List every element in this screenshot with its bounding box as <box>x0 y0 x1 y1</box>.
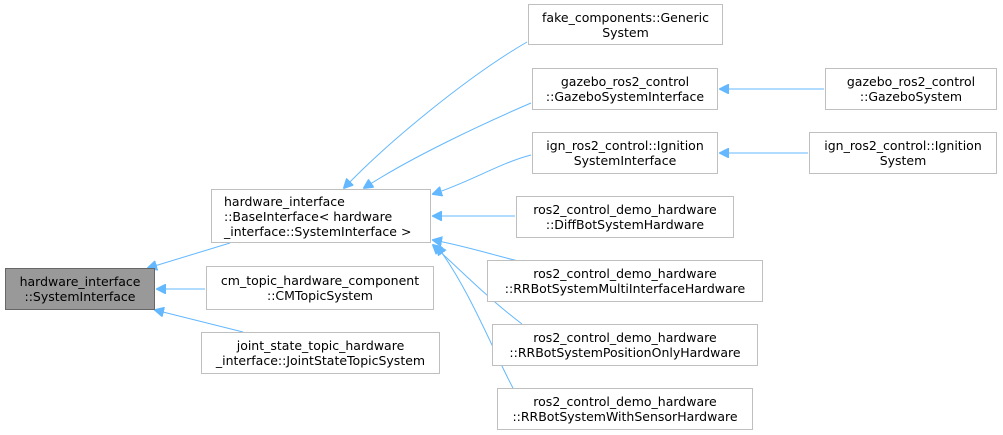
edge-rrbot-sensor-to-base <box>437 246 514 389</box>
node-line: ::BaseInterface< hardware <box>224 208 393 224</box>
edge-fake-generic-to-base <box>344 41 528 188</box>
node-fake-generic-system[interactable]: fake_components::Generic System <box>528 4 723 45</box>
edge-ignition-iface-to-base <box>433 154 532 194</box>
node-gazebo-system-interface[interactable]: gazebo_ros2_control ::GazeboSystemInterf… <box>532 68 718 110</box>
node-line: ::DiffBotSystemHardware <box>545 217 705 232</box>
node-line: cm_topic_hardware_component <box>220 273 420 288</box>
node-line: gazebo_ros2_control <box>560 74 690 89</box>
node-line: hardware_interface <box>19 274 141 289</box>
node-base-interface[interactable]: hardware_interface ::BaseInterface< hard… <box>211 189 431 243</box>
node-line: ros2_control_demo_hardware <box>533 202 717 217</box>
node-line: ::GazeboSystem <box>859 89 963 104</box>
node-line: ros2_control_demo_hardware <box>533 330 717 345</box>
node-line: ros2_control_demo_hardware <box>533 394 717 409</box>
node-diffbot-system-hardware[interactable]: ros2_control_demo_hardware ::DiffBotSyst… <box>516 196 734 238</box>
node-system-interface: hardware_interface ::SystemInterface <box>5 268 155 310</box>
edge-base-to-system-interface <box>148 242 231 268</box>
edge-joint-state-to-system-interface <box>155 310 244 333</box>
node-rrbot-multi-interface[interactable]: ros2_control_demo_hardware ::RRBotSystem… <box>487 260 763 302</box>
node-line: ::CMTopicSystem <box>267 288 373 303</box>
node-line: SystemInterface <box>573 153 677 168</box>
node-line: _interface::SystemInterface > <box>224 223 412 239</box>
node-line: ::GazeboSystemInterface <box>545 89 705 104</box>
node-joint-state-topic-system[interactable]: joint_state_topic_hardware _interface::J… <box>201 332 440 374</box>
node-rrbot-with-sensor[interactable]: ros2_control_demo_hardware ::RRBotSystem… <box>497 388 753 430</box>
node-line: ::RRBotSystemWithSensorHardware <box>512 409 738 424</box>
edge-gazebo-iface-to-base <box>364 102 532 188</box>
node-cm-topic-system[interactable]: cm_topic_hardware_component ::CMTopicSys… <box>206 266 434 310</box>
node-line: _interface::JointStateTopicSystem <box>215 353 426 368</box>
node-line: ros2_control_demo_hardware <box>533 266 717 281</box>
node-rrbot-position-only[interactable]: ros2_control_demo_hardware ::RRBotSystem… <box>492 324 758 366</box>
node-line: ::SystemInterface <box>24 289 136 304</box>
node-line: ign_ros2_control::Ignition <box>546 138 704 153</box>
node-line: System <box>879 153 927 168</box>
edge-rrbot-multi-to-base <box>433 240 519 262</box>
node-line: fake_components::Generic <box>542 9 709 25</box>
node-line: ::RRBotSystemMultiInterfaceHardware <box>504 281 746 296</box>
node-line: ::RRBotSystemPositionOnlyHardware <box>509 345 741 360</box>
node-ignition-system-interface[interactable]: ign_ros2_control::Ignition SystemInterfa… <box>532 132 718 174</box>
node-line: System <box>602 24 649 40</box>
node-line: hardware_interface <box>224 193 345 209</box>
node-line: ign_ros2_control::Ignition <box>824 138 982 153</box>
node-line: joint_state_topic_hardware <box>236 338 405 353</box>
node-gazebo-system[interactable]: gazebo_ros2_control ::GazeboSystem <box>825 68 997 110</box>
node-line: gazebo_ros2_control <box>846 74 976 89</box>
node-ignition-system[interactable]: ign_ros2_control::Ignition System <box>809 132 997 174</box>
